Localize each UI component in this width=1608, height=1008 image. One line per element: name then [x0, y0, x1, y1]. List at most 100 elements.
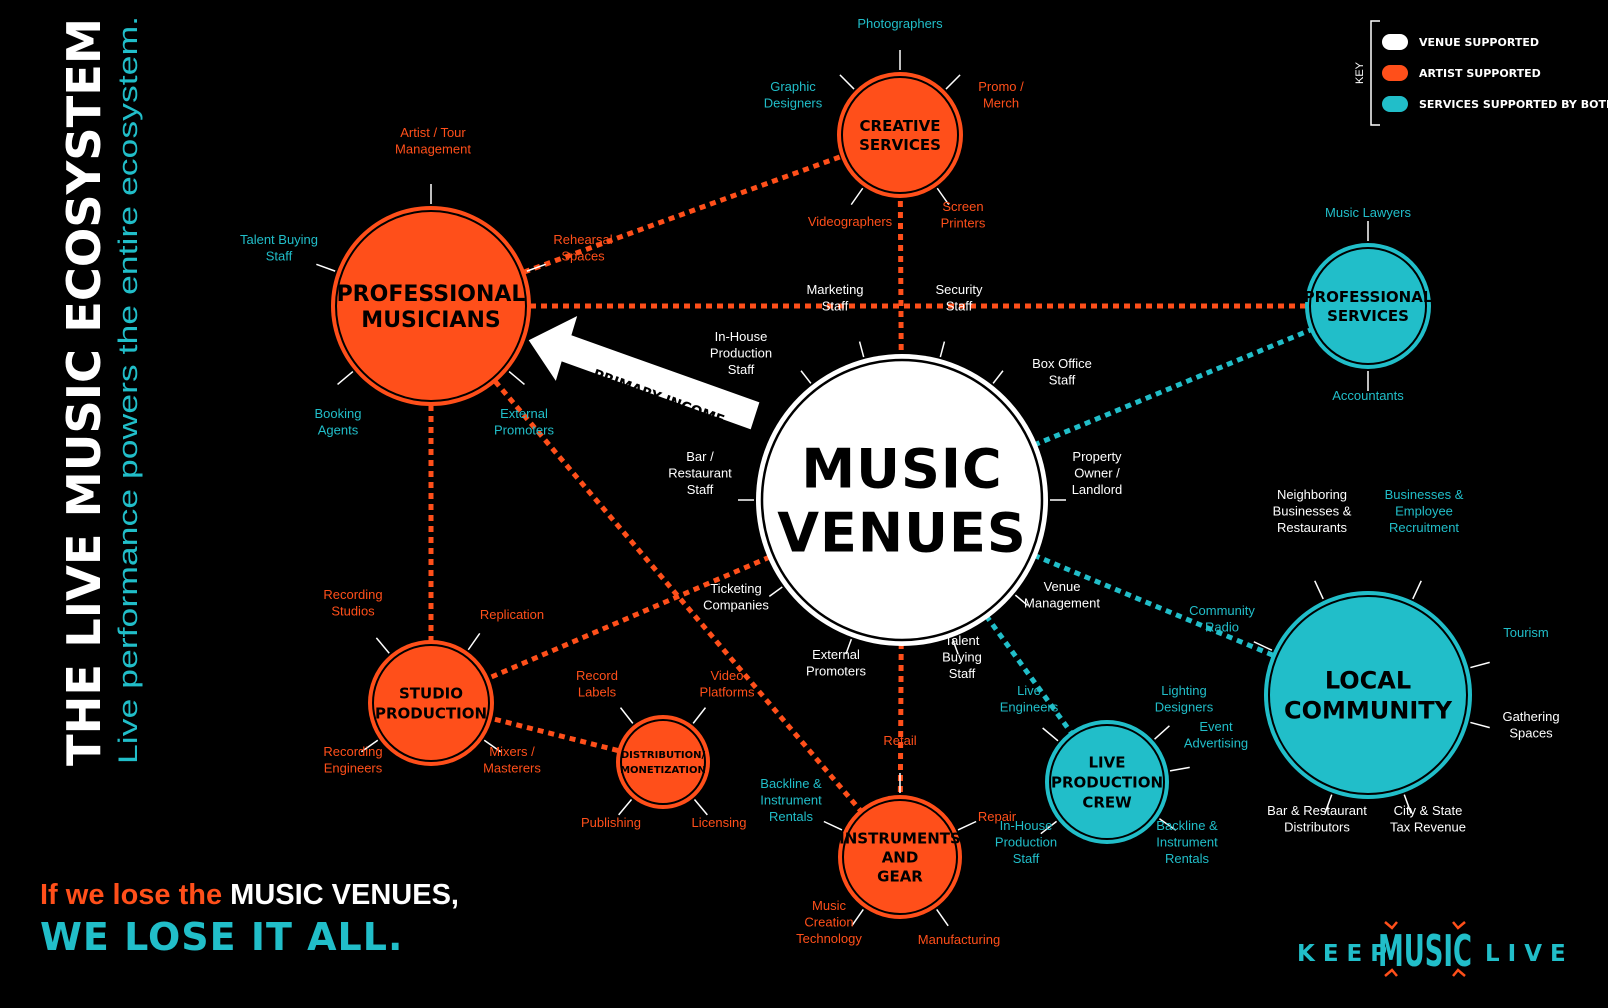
- hub-label: PRODUCTION: [1051, 773, 1163, 791]
- service-label-line: Mixers /: [489, 744, 535, 759]
- service-label-line: Buying: [942, 650, 982, 665]
- connector-venues-pro: [901, 303, 1369, 503]
- service-label-line: Gathering: [1502, 709, 1559, 724]
- service-label-line: Backline &: [760, 776, 822, 791]
- hub-label: DISTRIBUTION/: [621, 750, 706, 761]
- hub-label: PRODUCTION: [375, 704, 487, 722]
- service-label: Retail: [883, 733, 916, 748]
- service-label-line: Platforms: [700, 685, 755, 700]
- service-label-line: External: [500, 406, 548, 421]
- spoke-line: [850, 187, 864, 206]
- service-label-line: Marketing: [806, 282, 863, 297]
- hub-ring: [841, 76, 959, 194]
- service-label-line: Companies: [703, 598, 769, 613]
- service-label-line: Designers: [764, 96, 823, 111]
- service-label-line: Manufacturing: [918, 932, 1000, 947]
- spoke-line: [619, 707, 634, 724]
- hub-label: STUDIO: [399, 684, 463, 702]
- service-label-line: Recording: [323, 587, 382, 602]
- spoke-line: [1042, 727, 1059, 742]
- spoke-line: [1154, 725, 1170, 740]
- service-label-line: Promo /: [978, 79, 1024, 94]
- service-label: Licensing: [692, 815, 747, 830]
- service-label-line: Security: [936, 282, 983, 297]
- service-label-line: Bar /: [686, 449, 714, 464]
- service-label-line: Lighting: [1161, 683, 1207, 698]
- service-label-line: Artist / Tour: [400, 125, 466, 140]
- spoke-line: [945, 74, 961, 90]
- service-label-line: Engineers: [324, 761, 383, 776]
- hub-circle: [1305, 243, 1431, 369]
- logo-music: MUSIC: [1378, 926, 1472, 977]
- hub-circle: [838, 795, 962, 919]
- hub-ring: [842, 799, 958, 915]
- hub-label: SERVICES: [1327, 307, 1409, 325]
- service-label-line: Engineers: [1000, 700, 1059, 715]
- service-label-line: Merch: [983, 96, 1019, 111]
- hub-label: MUSICIANS: [361, 308, 500, 333]
- service-label-line: Box Office: [1032, 356, 1092, 371]
- service-label-line: Staff: [822, 299, 849, 314]
- spoke-line: [1412, 580, 1422, 600]
- service-label-line: Businesses &: [1385, 487, 1464, 502]
- primary-income-arrow-shape: [527, 314, 761, 431]
- spoke-line: [483, 739, 502, 753]
- service-label-line: Music Lawyers: [1325, 205, 1411, 220]
- service-label-line: Management: [1024, 596, 1100, 611]
- service-label-line: Owner /: [1074, 466, 1120, 481]
- service-label-line: Radio: [1205, 620, 1239, 635]
- service-label-line: Repair: [978, 809, 1017, 824]
- service-label-line: Tax Revenue: [1390, 820, 1466, 835]
- service-label-line: Advertising: [1184, 736, 1248, 751]
- service-label-line: Talent Buying: [240, 232, 318, 247]
- title-block: THE LIVE MUSIC ECOSYSTEM: [36, 0, 111, 770]
- spoke-line: [992, 370, 1004, 384]
- service-label-line: Instrument: [1156, 835, 1218, 850]
- hub-dist: DISTRIBUTION/MONETIZATION: [616, 715, 710, 809]
- hub-circle: [837, 72, 963, 198]
- service-label-line: Community: [1189, 603, 1255, 618]
- spoke-line: [1403, 794, 1412, 814]
- service-label-line: Staff: [728, 362, 755, 377]
- hub-label: SERVICES: [859, 136, 941, 154]
- hub-label: COMMUNITY: [1284, 697, 1453, 725]
- subtitle-block: Live performance powers the entire ecosy…: [113, 16, 143, 764]
- service-label-line: Bar & Restaurant: [1267, 803, 1367, 818]
- hub-label: MONETIZATION: [620, 765, 706, 776]
- hub-circle: [331, 206, 531, 406]
- hub-ring: [335, 210, 527, 402]
- spoke-line: [337, 370, 354, 385]
- hub-label: LOCAL: [1325, 667, 1411, 695]
- hub-label: PROFESSIONAL: [1304, 288, 1433, 306]
- hub-label: AND: [882, 848, 919, 866]
- service-label: Videographers: [808, 214, 893, 229]
- service-label-line: Printers: [941, 216, 986, 231]
- hub-label: CREW: [1082, 793, 1132, 811]
- service-label-line: Masterers: [483, 761, 541, 776]
- page-subtitle: Live performance powers the entire ecosy…: [113, 16, 143, 764]
- spoke-line: [858, 341, 865, 358]
- logo-keep: KEEP: [1297, 941, 1395, 967]
- spoke-line: [1324, 794, 1333, 814]
- spoke-line: [526, 263, 546, 272]
- service-label-line: Rentals: [769, 809, 814, 824]
- page-title: THE LIVE MUSIC ECOSYSTEM: [57, 18, 106, 766]
